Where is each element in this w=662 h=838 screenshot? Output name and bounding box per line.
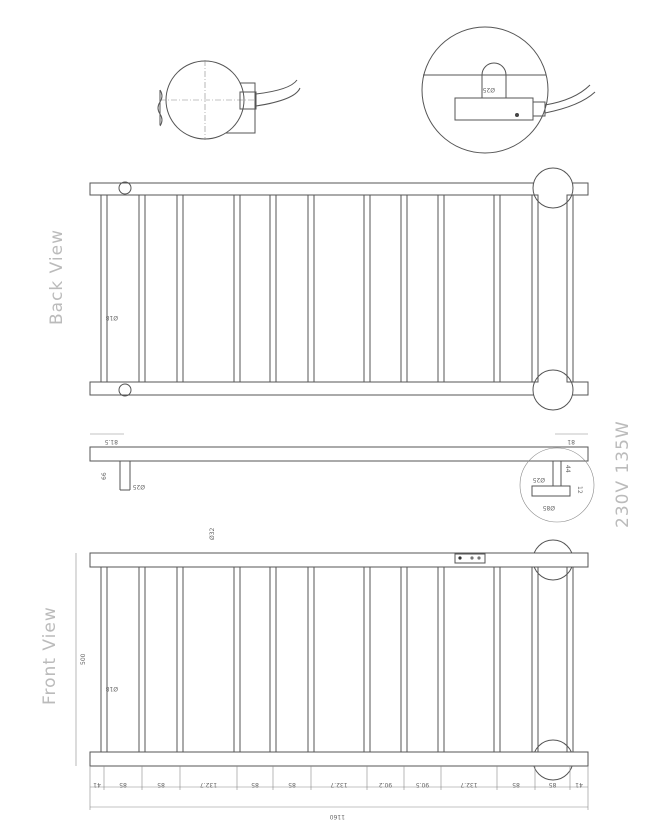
- bar-spacing-label: 41: [575, 781, 583, 788]
- front-bar: [531, 566, 539, 753]
- bar-spacing-label: 132.7: [460, 781, 477, 788]
- rail-diameter-label: Ø32: [209, 527, 216, 540]
- front-bar: [566, 566, 574, 753]
- detail-top-view: [157, 60, 301, 140]
- flange-thickness-label: 12: [576, 486, 583, 494]
- bar-spacing-label: 132.7: [200, 781, 217, 788]
- front-bar: [493, 566, 501, 753]
- overall-height-label: 500: [80, 653, 87, 665]
- back-bar: [493, 194, 501, 383]
- front-view-drawing: Ø32 Ø18 500 1160 41 85 85 132.7 85 85 132.7 90.…: [75, 527, 589, 820]
- front-bar: [307, 566, 315, 753]
- rating-label: 230V 135W: [613, 420, 633, 528]
- bar-spacing-label: 90.2: [379, 781, 393, 788]
- bracket-depth-label: 66: [101, 472, 108, 480]
- front-bar: [100, 566, 108, 753]
- bar-spacing-label: 132.7: [330, 781, 347, 788]
- bar-spacing-label: 85: [119, 781, 127, 788]
- bar-spacing-label: 85: [549, 781, 557, 788]
- front-bar: [400, 566, 408, 753]
- bar-spacing-label: 90.5: [416, 781, 430, 788]
- left-offset-label: 81.5: [104, 438, 118, 445]
- front-bar: [138, 566, 146, 753]
- overall-width-label: 1160: [330, 813, 345, 820]
- front-bar-diameter: Ø18: [105, 685, 118, 692]
- back-bar: [400, 194, 408, 383]
- front-bar: [269, 566, 277, 753]
- bracket-diameter-label: Ø25: [132, 483, 145, 490]
- back-bar: [138, 194, 146, 383]
- back-bar: [437, 194, 445, 383]
- side-view-drawing: 81.5 66 Ø25 81 Ø25 44 Ø85 12: [89, 433, 595, 523]
- back-bar: [307, 194, 315, 383]
- front-bar: [437, 566, 445, 753]
- element-diameter-label: Ø25: [532, 476, 545, 483]
- back-bar: [100, 194, 108, 383]
- element-height-label: 44: [564, 465, 571, 473]
- back-bar: [566, 194, 574, 383]
- detail-diameter-label: Ø25: [482, 86, 495, 93]
- back-view-title: Back View: [47, 229, 67, 325]
- control-panel: [454, 553, 486, 564]
- front-bar: [233, 566, 241, 753]
- back-bar: [363, 194, 371, 383]
- front-bar: [176, 566, 184, 753]
- front-bar: [363, 566, 371, 753]
- back-bar: [176, 194, 184, 383]
- front-view-title: Front View: [40, 606, 60, 705]
- back-view-drawing: Ø18: [89, 167, 589, 411]
- back-bar: [269, 194, 277, 383]
- bar-spacing-label: 85: [512, 781, 520, 788]
- back-bar-diameter: Ø18: [105, 314, 118, 321]
- flange-diameter-label: Ø85: [542, 504, 555, 511]
- detail-side-view: Ø25: [421, 26, 596, 154]
- bar-spacing-label: 41: [93, 781, 101, 788]
- back-bar: [531, 194, 539, 383]
- bar-spacing-label: 85: [157, 781, 165, 788]
- back-bar: [233, 194, 241, 383]
- bar-spacing-label: 85: [251, 781, 259, 788]
- bar-spacing-label: 85: [288, 781, 296, 788]
- right-offset-label: 81: [567, 438, 575, 445]
